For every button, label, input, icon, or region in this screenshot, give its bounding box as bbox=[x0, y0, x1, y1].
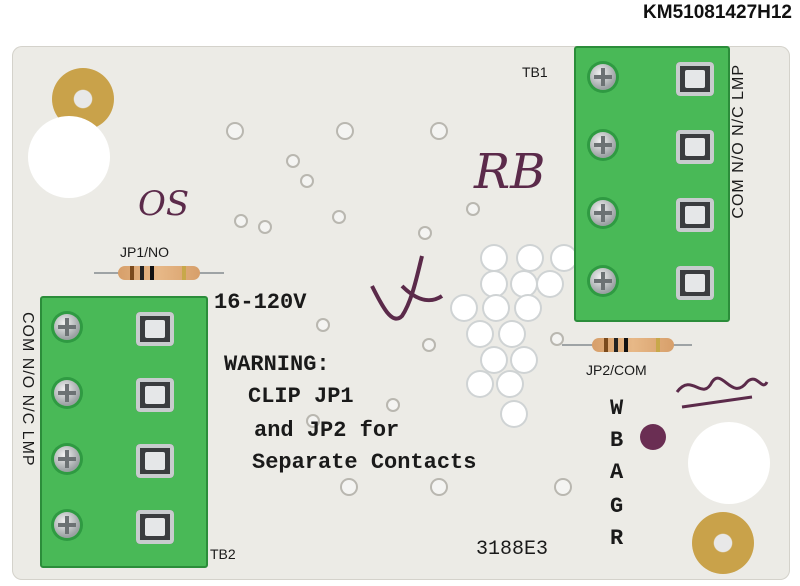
via bbox=[420, 228, 430, 238]
screw-terminal-icon[interactable] bbox=[590, 64, 616, 90]
via bbox=[318, 320, 328, 330]
wire-clamp-icon[interactable] bbox=[136, 510, 174, 544]
via bbox=[338, 124, 352, 138]
circuit-board: TB1 TB2 JP1/NO JP2/COM 16-120V WARNING: … bbox=[12, 46, 790, 580]
wire-clamp-icon[interactable] bbox=[136, 444, 174, 478]
via bbox=[302, 176, 312, 186]
jumper-jp2[interactable] bbox=[562, 338, 692, 352]
via bbox=[424, 340, 434, 350]
via bbox=[432, 124, 446, 138]
voltage-label: 16-120V bbox=[214, 290, 307, 315]
ink-dot bbox=[640, 424, 666, 450]
via bbox=[388, 400, 398, 410]
led-hole bbox=[484, 296, 508, 320]
via bbox=[468, 204, 478, 214]
via bbox=[334, 212, 344, 222]
wbagr-b: B bbox=[610, 428, 624, 453]
tb1-label: TB1 bbox=[522, 64, 548, 80]
tb2-terminal-labels: COM N/O N/C LMP bbox=[19, 312, 36, 467]
via bbox=[236, 216, 246, 226]
wbagr-r: R bbox=[610, 526, 624, 551]
jp2-label: JP2/COM bbox=[586, 362, 647, 378]
led-hole bbox=[502, 402, 526, 426]
led-hole bbox=[500, 322, 524, 346]
led-hole bbox=[468, 322, 492, 346]
wbagr-g: G bbox=[610, 494, 624, 519]
via bbox=[556, 480, 570, 494]
mount-hole-right bbox=[688, 422, 770, 504]
warning-line-3: and JP2 for bbox=[254, 418, 400, 443]
tb2-label: TB2 bbox=[210, 546, 236, 562]
screw-terminal-icon[interactable] bbox=[54, 380, 80, 406]
led-hole bbox=[538, 272, 562, 296]
wire-clamp-icon[interactable] bbox=[136, 312, 174, 346]
led-hole bbox=[518, 246, 542, 270]
mount-hole-left bbox=[28, 116, 110, 198]
via bbox=[228, 124, 242, 138]
wbagr-w: W bbox=[610, 396, 624, 421]
via bbox=[260, 222, 270, 232]
warning-line-2: CLIP JP1 bbox=[248, 384, 354, 409]
wbagr-a: A bbox=[610, 460, 624, 485]
handwritten-check-icon bbox=[370, 255, 444, 321]
via bbox=[288, 156, 298, 166]
handwriting-os: OS bbox=[138, 184, 190, 224]
wire-clamp-icon[interactable] bbox=[676, 266, 714, 300]
via bbox=[308, 416, 318, 426]
product-code: KM51081427H12 bbox=[643, 2, 792, 23]
led-hole bbox=[482, 246, 506, 270]
via bbox=[342, 480, 356, 494]
jp1-label: JP1/NO bbox=[120, 244, 170, 260]
via bbox=[552, 334, 562, 344]
resistor-icon bbox=[592, 338, 674, 352]
led-hole bbox=[482, 348, 506, 372]
part-number: 3188E3 bbox=[476, 538, 549, 561]
led-hole bbox=[498, 372, 522, 396]
led-hole bbox=[516, 296, 540, 320]
led-hole bbox=[512, 272, 536, 296]
led-hole bbox=[552, 246, 576, 270]
warning-line-4: Separate Contacts bbox=[252, 450, 477, 475]
led-hole bbox=[468, 372, 492, 396]
screw-terminal-icon[interactable] bbox=[54, 446, 80, 472]
tb1-terminal-labels: COM N/O N/C LMP bbox=[730, 64, 747, 219]
handwriting-rb: RB bbox=[474, 144, 546, 200]
screw-terminal-icon[interactable] bbox=[590, 268, 616, 294]
led-hole bbox=[512, 348, 536, 372]
resistor-icon bbox=[118, 266, 200, 280]
screw-terminal-icon[interactable] bbox=[590, 132, 616, 158]
wire-clamp-icon[interactable] bbox=[136, 378, 174, 412]
screw-terminal-icon[interactable] bbox=[54, 314, 80, 340]
screw-terminal-icon[interactable] bbox=[590, 200, 616, 226]
wire-clamp-icon[interactable] bbox=[676, 130, 714, 164]
warning-line-1: WARNING: bbox=[224, 352, 330, 377]
wire-clamp-icon[interactable] bbox=[676, 198, 714, 232]
wire-clamp-icon[interactable] bbox=[676, 62, 714, 96]
led-hole bbox=[482, 272, 506, 296]
mount-pad-bottom-right bbox=[692, 512, 754, 574]
led-hole bbox=[452, 296, 476, 320]
handwritten-scribble-icon bbox=[675, 376, 769, 409]
via bbox=[432, 480, 446, 494]
jumper-jp1[interactable] bbox=[94, 266, 224, 280]
screw-terminal-icon[interactable] bbox=[54, 512, 80, 538]
